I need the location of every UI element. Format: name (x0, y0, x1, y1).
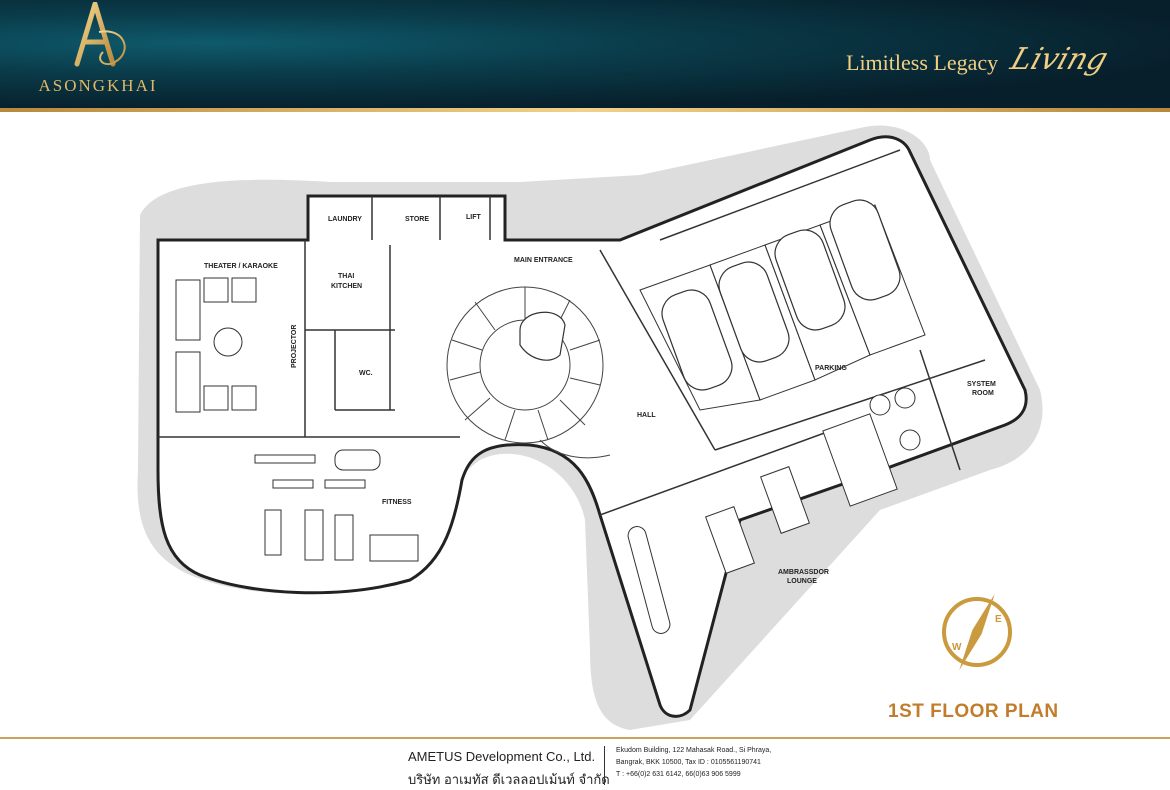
company-name-en: AMETUS Development Co., Ltd. (408, 749, 596, 764)
header-banner: ASONGKHAI Limitless Legacy Living (0, 0, 1170, 108)
floor-plan: LAUNDRY STORE LIFT MAIN ENTRANCE THEATER… (137, 125, 1043, 730)
theater-seating (175, 277, 257, 413)
header-gold-rule (0, 108, 1170, 112)
compass-east: E (995, 614, 1002, 625)
label-laundry: LAUNDRY (328, 216, 362, 223)
label-thai: THAI (338, 273, 354, 280)
tagline: Limitless Legacy (846, 50, 999, 75)
lounge-furniture (627, 387, 921, 634)
plan-title: 1ST FLOOR PLAN (888, 701, 1059, 722)
label-kitchen: KITCHEN (331, 283, 362, 290)
address-line-1: Ekudom Building, 122 Mahasak Road., Si P… (616, 747, 772, 754)
piano (519, 311, 566, 361)
asongkhai-logo-icon (74, 2, 126, 67)
interior-walls (158, 149, 986, 516)
label-lounge: LOUNGE (787, 578, 817, 585)
label-main-entrance: MAIN ENTRANCE (514, 257, 573, 264)
address-line-2: Bangrak, BKK 10500, Tax ID : 01055611907… (616, 759, 761, 766)
compass-west: W (952, 642, 962, 653)
label-wc: WC. (359, 370, 373, 377)
address-line-3: T : +66(0)2 631 6142, 66(0)63 906 5999 (616, 771, 741, 778)
footer-rule (0, 737, 1170, 739)
label-lift: LIFT (466, 214, 481, 221)
brand-name: ASONGKHAI (38, 76, 158, 95)
label-parking: PARKING (815, 365, 847, 372)
label-fitness: FITNESS (382, 499, 412, 506)
label-system: SYSTEM (967, 381, 996, 388)
label-theater: THEATER / KARAOKE (204, 263, 278, 270)
fitness-equipment (254, 449, 419, 562)
company-name-th: บริษัท อาเมทัส ดีเวลลอปเม้นท์ จำกัด (408, 772, 610, 787)
label-hall: HALL (637, 412, 656, 419)
label-projector: PROJECTOR (291, 325, 298, 368)
label-store: STORE (405, 216, 429, 223)
footer-divider (604, 746, 605, 785)
label-ambassador: AMBRASSDOR (778, 569, 829, 576)
compass-icon: W E (942, 593, 1012, 671)
tagline-script: Living (1006, 42, 1113, 77)
label-room: ROOM (972, 390, 994, 397)
parked-cars (661, 199, 901, 391)
